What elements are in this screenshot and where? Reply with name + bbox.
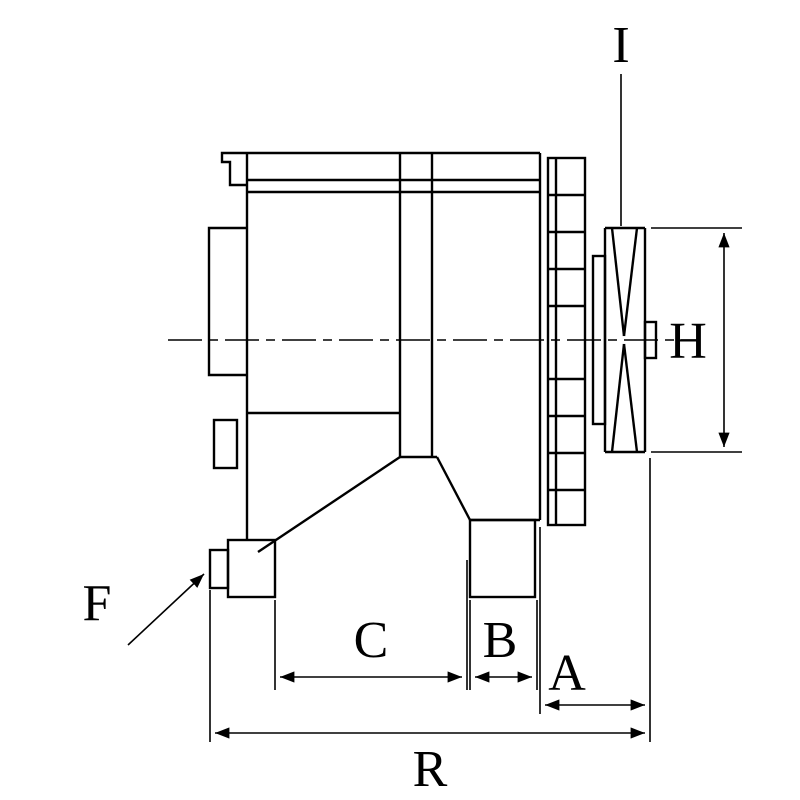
left-mounting-foot [226, 538, 277, 599]
dimension-label-a: A [548, 645, 586, 702]
dimension-a: A [545, 645, 645, 711]
dimension-c: C [280, 612, 462, 683]
dimension-label-h: H [669, 313, 707, 370]
shaft-nut [643, 320, 658, 360]
dimension-i: I [612, 17, 630, 226]
dimension-f-leader [127, 573, 205, 646]
dimension-h: H [651, 227, 742, 453]
alternator-body [207, 151, 542, 599]
dimension-r: R [215, 727, 645, 798]
left-foot-step [208, 548, 230, 590]
dimension-label-i: I [612, 17, 629, 74]
dimension-label-b: B [483, 612, 518, 669]
fan [546, 156, 587, 527]
dimension-label-f: F [83, 575, 112, 632]
dimension-label-c: C [354, 612, 389, 669]
pulley [591, 226, 658, 454]
extension-lines [209, 458, 651, 742]
right-mounting-foot [468, 518, 537, 599]
dimension-b: B [475, 612, 532, 683]
left-lug [212, 418, 239, 470]
dimension-f: F [83, 573, 205, 646]
dimension-label-r: R [413, 741, 448, 798]
